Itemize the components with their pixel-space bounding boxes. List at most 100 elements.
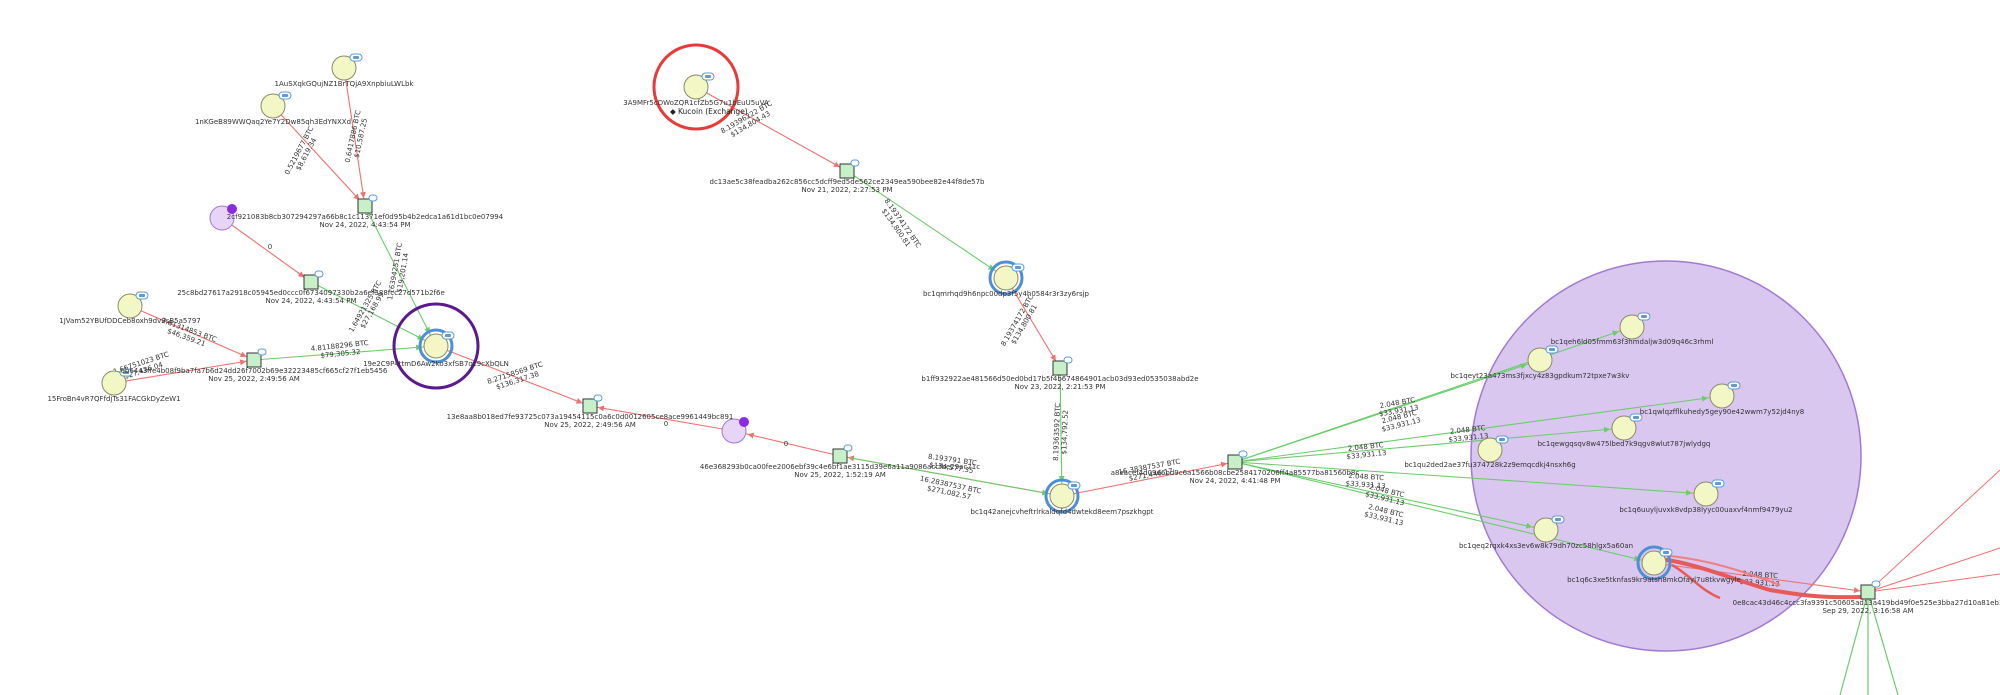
edge-arrow bbox=[575, 398, 583, 404]
edge-tx_a8e-addr_c8[interactable] bbox=[1234, 461, 1655, 564]
transaction-node[interactable] bbox=[303, 270, 324, 290]
edge-purple_2-tx_13e[interactable] bbox=[589, 405, 735, 432]
address-node[interactable] bbox=[1709, 381, 1741, 409]
tx-hash-label: dc13ae5c38feadba262c856cc5dcff9ed5de562c… bbox=[710, 178, 986, 186]
edge-tx_46e-addr_bc1q4[interactable] bbox=[839, 455, 1063, 497]
transaction-square[interactable] bbox=[832, 448, 848, 464]
address-node[interactable] bbox=[1619, 312, 1651, 340]
edge-amount-zero: 0 bbox=[664, 420, 668, 428]
address-circle[interactable] bbox=[1533, 517, 1559, 543]
address-circle[interactable] bbox=[331, 55, 357, 81]
wallet-badge-fill bbox=[282, 94, 288, 97]
edge-addr_1JV-tx_eb6[interactable] bbox=[129, 305, 255, 361]
address-label: 19e2C9P4ttmD6Aw2ko3xfSB7qc9cXbQLN bbox=[363, 360, 509, 368]
address-circle[interactable] bbox=[1049, 483, 1075, 509]
transaction-node[interactable] bbox=[1860, 580, 1881, 600]
edge-tx_2cf-main_addr[interactable] bbox=[364, 205, 437, 347]
edge-arrow bbox=[239, 351, 247, 358]
unknown-entity-node[interactable] bbox=[209, 204, 237, 231]
unknown-entity-node[interactable] bbox=[721, 417, 749, 444]
address-circle[interactable] bbox=[1477, 437, 1503, 463]
edge-tx_a8e-addr_c6[interactable] bbox=[1234, 461, 1707, 495]
address-circle[interactable] bbox=[117, 293, 143, 319]
transaction-square[interactable] bbox=[582, 398, 598, 414]
edge-main_addr-tx_13e[interactable] bbox=[435, 345, 591, 407]
address-node[interactable] bbox=[1636, 545, 1673, 581]
tx-badge-icon bbox=[1871, 580, 1881, 588]
address-node[interactable] bbox=[1044, 478, 1081, 514]
transaction-node[interactable] bbox=[832, 444, 853, 464]
edge-arrow bbox=[747, 432, 755, 439]
edge-tx_dc1-addr_bc1qmr[interactable] bbox=[846, 170, 1007, 279]
edge-arrow bbox=[597, 405, 605, 412]
transaction-square[interactable] bbox=[357, 198, 373, 214]
address-node[interactable] bbox=[1477, 435, 1509, 463]
address-node[interactable] bbox=[1533, 515, 1565, 543]
address-circle[interactable] bbox=[101, 370, 127, 396]
address-node[interactable] bbox=[101, 368, 133, 396]
address-circle[interactable] bbox=[993, 265, 1019, 291]
wallet-badge-fill bbox=[1641, 315, 1647, 318]
tx-badge-icon bbox=[1063, 356, 1073, 364]
address-node[interactable] bbox=[652, 43, 740, 131]
address-circle[interactable] bbox=[1693, 481, 1719, 507]
edge-purple_1-tx_25c[interactable] bbox=[221, 217, 312, 283]
edge-tx_a8e-addr_c2[interactable] bbox=[1234, 359, 1541, 463]
transaction-square[interactable] bbox=[303, 274, 319, 290]
address-node[interactable] bbox=[331, 53, 363, 81]
address-label: bc1q42anejcvheftrlrkaldqfd4dwtekd8eem7ps… bbox=[971, 508, 1154, 516]
address-node[interactable] bbox=[117, 291, 149, 319]
transaction-node[interactable] bbox=[1227, 450, 1248, 470]
edge-addr_bc1q4-tx_a8e[interactable] bbox=[1061, 461, 1236, 497]
address-circle[interactable] bbox=[1619, 314, 1645, 340]
address-node[interactable] bbox=[1611, 413, 1643, 441]
edge-tx_a8e-addr_c3[interactable] bbox=[1234, 395, 1723, 463]
edge-arrow bbox=[1612, 330, 1619, 337]
edge-tx_eb6-main_addr[interactable] bbox=[253, 345, 437, 361]
address-circle[interactable] bbox=[423, 333, 449, 359]
address-circle[interactable] bbox=[683, 74, 709, 100]
transaction-square[interactable] bbox=[1227, 454, 1243, 470]
transaction-node[interactable] bbox=[246, 348, 267, 368]
edge-addr_1Au-tx_2cf[interactable] bbox=[343, 67, 366, 207]
transaction-square[interactable] bbox=[1052, 360, 1068, 376]
transaction-node[interactable] bbox=[582, 394, 603, 414]
edge-addr_15F-tx_eb6[interactable] bbox=[113, 359, 255, 384]
address-node[interactable] bbox=[988, 260, 1025, 296]
transaction-square[interactable] bbox=[839, 163, 855, 179]
edge-arrow bbox=[833, 161, 841, 168]
address-node[interactable] bbox=[392, 302, 480, 390]
address-node[interactable] bbox=[1527, 345, 1559, 373]
edge-tx_a8e-addr_c7[interactable] bbox=[1234, 461, 1547, 531]
address-label: bc1qewgqsqv8w475lbed7k9qgv8wlut787jwlydg… bbox=[1538, 440, 1711, 448]
transaction-square[interactable] bbox=[246, 352, 262, 368]
edge-tx_25c-main_addr[interactable] bbox=[310, 281, 437, 347]
transaction-node[interactable] bbox=[357, 194, 378, 214]
address-circle[interactable] bbox=[1527, 347, 1553, 373]
tx-hash-label: 46e368293b0ca00fee2006ebf39c4e6bf1ae3115… bbox=[700, 463, 980, 471]
edge-addr_1nk-tx_2cf[interactable] bbox=[272, 105, 366, 207]
edge-amount-btc: 2.048 BTC bbox=[1742, 570, 1778, 580]
address-node[interactable] bbox=[1693, 479, 1725, 507]
address-circle[interactable] bbox=[1611, 415, 1637, 441]
wallet-badge-fill bbox=[1555, 518, 1561, 521]
edge-amount-btc: 2.048 BTC bbox=[1449, 424, 1486, 436]
tx-hash-label: 2cf921083b8cb307294297a66b8c1c11371ef0d9… bbox=[227, 213, 504, 221]
address-label: bc1qmrhqd9h6npc00dp3f5y4h0584r3r3zy6rsjp bbox=[923, 290, 1090, 298]
edge-addr_3A9-tx_dc1[interactable] bbox=[695, 86, 848, 172]
wallet-badge-fill bbox=[1015, 266, 1021, 269]
edge-arrow bbox=[1220, 461, 1228, 468]
address-label: bc1q6uuyljuvxk8vdp38lyyc00uaxvf4nmf9479y… bbox=[1619, 506, 1792, 514]
edge-tx_a8e-addr_c4[interactable] bbox=[1234, 427, 1625, 463]
transaction-node[interactable] bbox=[839, 159, 860, 179]
address-circle[interactable] bbox=[1709, 383, 1735, 409]
edge-tx_b1f-addr_bc1q4[interactable] bbox=[1059, 367, 1063, 497]
address-circle[interactable] bbox=[260, 93, 286, 119]
edge-arrow bbox=[297, 271, 305, 278]
edge-amount-zero: 0 bbox=[268, 243, 272, 251]
transaction-square[interactable] bbox=[1860, 584, 1876, 600]
transaction-node[interactable] bbox=[1052, 356, 1073, 376]
address-circle[interactable] bbox=[1641, 550, 1667, 576]
address-node[interactable] bbox=[260, 91, 292, 119]
